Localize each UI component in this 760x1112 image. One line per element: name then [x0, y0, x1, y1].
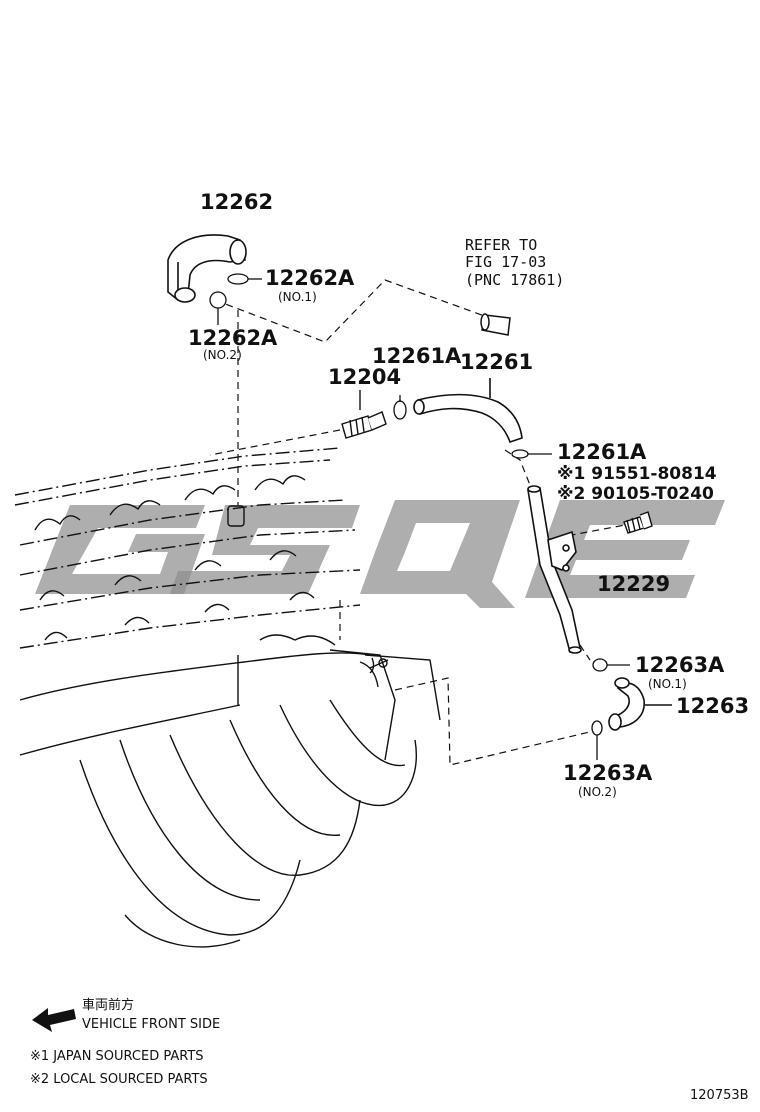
- part-note-12263A-no2: (NO.2): [578, 785, 617, 799]
- hose-12261: [413, 378, 523, 444]
- part-note-12263A-no1: (NO.1): [648, 677, 687, 691]
- part-number-12261A-top[interactable]: 12261A: [372, 344, 462, 368]
- legend-direction-jp: 車両前方: [82, 998, 135, 1013]
- hose-12263: [608, 677, 672, 731]
- clamp-12262A-no1: [227, 273, 262, 285]
- part-number-12263[interactable]: 12263: [676, 694, 750, 718]
- clamp-12261A-right: [511, 449, 552, 459]
- reference-line-2: FIG 17-03: [465, 253, 547, 271]
- part-number-91551-80814[interactable]: ※1 91551-80814: [557, 464, 717, 484]
- illustration-code: 120753B: [690, 1088, 749, 1103]
- part-number-12261[interactable]: 12261: [460, 350, 534, 374]
- clamp-12263A-no1: [592, 658, 630, 672]
- legend-direction-en: VEHICLE FRONT SIDE: [82, 1017, 221, 1032]
- vehicle-front-arrow-icon: [32, 1008, 76, 1032]
- part-note-12262A-no1: (NO.1): [278, 290, 317, 304]
- part-number-12204[interactable]: 12204: [328, 365, 402, 389]
- reference-line-1: REFER TO: [465, 236, 538, 254]
- part-number-12262A-no1[interactable]: 12262A: [265, 266, 355, 290]
- part-number-12262A-no2[interactable]: 12262A: [188, 326, 278, 350]
- reference-line-3: (PNC 17861): [465, 271, 565, 289]
- pcv-valve-12204: [341, 390, 387, 439]
- part-number-12262[interactable]: 12262: [200, 190, 274, 214]
- clamp-12261A-top: [393, 395, 407, 420]
- part-number-12261A-right[interactable]: 12261A: [557, 440, 647, 464]
- routing-dashed-lines: [209, 279, 626, 766]
- legend-note-japan: ※1 JAPAN SOURCED PARTS: [30, 1049, 204, 1064]
- hose-12262: [167, 234, 247, 303]
- clamp-12263A-no2: [591, 720, 603, 760]
- part-number-12229[interactable]: 12229: [597, 572, 671, 596]
- legend-note-local: ※2 LOCAL SOURCED PARTS: [30, 1072, 208, 1087]
- part-number-12263A-no2[interactable]: 12263A: [563, 761, 653, 785]
- engine-outline: [14, 447, 441, 948]
- bolt-91551-90105: [623, 511, 653, 534]
- part-number-90105-T0240[interactable]: ※2 90105-T0240: [557, 484, 714, 504]
- clamp-12262A-no2: [209, 291, 227, 325]
- part-note-12262A-no2: (NO.2): [203, 348, 242, 362]
- pipe-12229: [527, 485, 582, 654]
- part-number-12263A-no1[interactable]: 12263A: [635, 653, 725, 677]
- ref-hose-end: [480, 313, 511, 336]
